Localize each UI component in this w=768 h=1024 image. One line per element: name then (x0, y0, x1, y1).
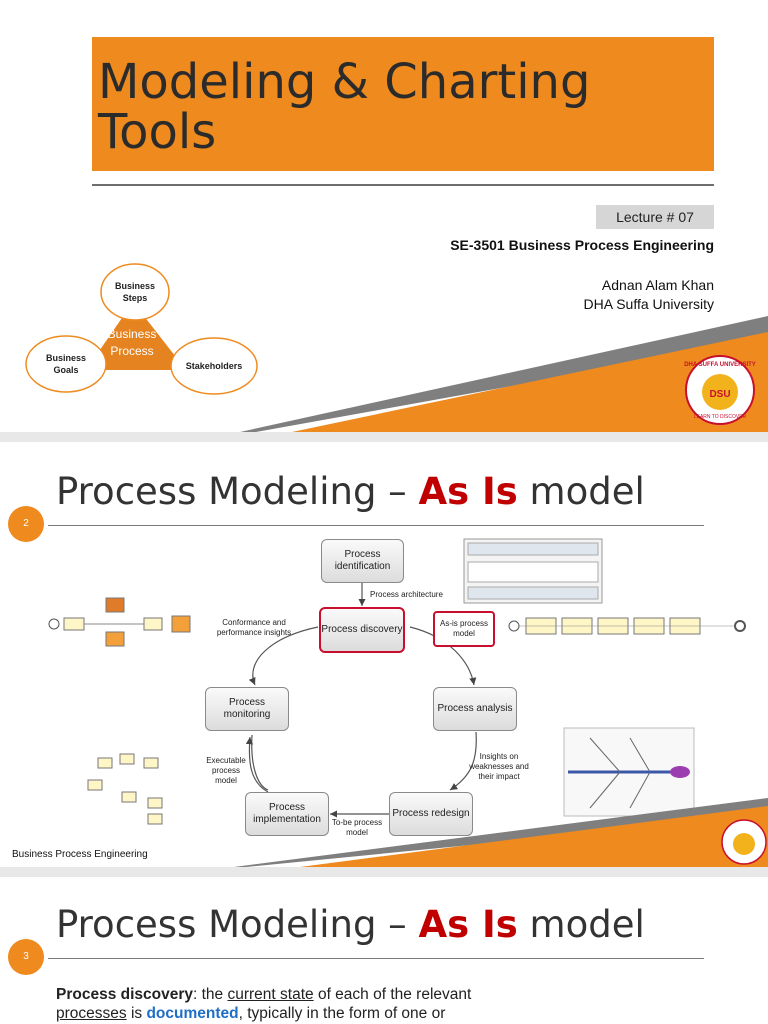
logo-motto: LEARN TO DISCOVER (694, 414, 747, 420)
right-label: Stakeholders (185, 361, 243, 371)
title-suffix: model (517, 903, 645, 946)
slide-title: Process Modeling – As Is model (56, 470, 645, 513)
conformance-label: Conformance and performance insights (216, 618, 292, 637)
title-highlight: As Is (418, 470, 518, 513)
lifecycle-diagram (46, 538, 768, 867)
text-fragment: of each of the relevant (313, 986, 472, 1003)
university-name: DHA Suffa University (583, 296, 714, 312)
slide-title: Process Modeling – As Is model (56, 903, 645, 946)
footer-text: Business Process Engineering (12, 849, 148, 860)
logo-abbr: DSU (709, 389, 730, 400)
body-text: Process discovery: the current state of … (56, 985, 576, 1023)
slide-gap-1 (0, 432, 768, 442)
title-suffix: model (517, 470, 645, 513)
insights-label: Insights on weaknesses and their impact (469, 752, 529, 781)
asis-model-label: As-is process model (433, 611, 495, 647)
node-left (25, 335, 107, 393)
title-divider (92, 184, 714, 186)
arc-implementation-to-monitoring (245, 736, 269, 793)
term-current-state: current state (227, 986, 314, 1003)
node-top (100, 263, 170, 321)
box-redesign: Process redesign (389, 792, 473, 836)
fishbone-thumb (563, 727, 695, 817)
author-block: Adnan Alam Khan DHA Suffa University (584, 276, 714, 314)
node-right (170, 337, 258, 395)
slide-2: Process Modeling – As Is model 2 (0, 442, 768, 867)
title-highlight: As Is (418, 903, 518, 946)
title-prefix: Process Modeling – (56, 470, 419, 513)
tobe-label: To-be process model (331, 818, 383, 837)
arc-monitoring-down (251, 734, 269, 791)
author-name: Adnan Alam Khan (601, 277, 714, 293)
course-name: SE-3501 Business Process Engineering (450, 237, 714, 253)
bpmn-thumb-bottom-left (74, 750, 186, 826)
left-label: Business Goals (45, 353, 87, 375)
slide-1: Modeling & Charting Tools Lecture # 07 S… (0, 0, 768, 432)
logo-sun (733, 833, 755, 855)
box-implementation: Process implementation (245, 792, 329, 836)
top-label: Business Steps (114, 281, 156, 303)
center-triangle (86, 302, 186, 370)
slide-gap-2 (0, 867, 768, 877)
center-label: Business Process (107, 327, 157, 358)
title-band: Modeling & Charting Tools (92, 37, 714, 171)
slide-3: Process Modeling – As Is model 3 Process… (0, 877, 768, 1024)
text-fragment: , typically in the form of one or (238, 1005, 446, 1022)
bpmn-thumb-top-left (46, 588, 196, 648)
term-process-discovery: Process discovery (56, 986, 194, 1003)
arc-discovery-to-analysis (409, 626, 477, 686)
term-documented: documented (146, 1005, 239, 1022)
grey-band (234, 798, 768, 867)
logo-arc-text: DHA SUFFA UNIVERSITY (684, 362, 756, 368)
orange-band (300, 806, 768, 867)
arc-discovery-to-monitoring (248, 626, 319, 686)
business-process-diagram: DSU DHA SUFFA UNIVERSITY LEARN TO DISCOV… (25, 263, 768, 432)
executable-label: Executable process model (206, 756, 246, 785)
text-fragment: is (126, 1005, 147, 1022)
title-divider (48, 525, 704, 526)
title-prefix: Process Modeling – (56, 903, 419, 946)
title-line-2: Tools (98, 104, 217, 160)
process-chain-thumb (504, 608, 746, 642)
box-monitoring: Process monitoring (205, 687, 289, 731)
lecture-label: Lecture # 07 (596, 205, 714, 229)
title-divider (48, 958, 704, 959)
architecture-label: Process architecture (370, 590, 443, 599)
term-processes: processes (56, 1005, 127, 1022)
box-discovery: Process discovery (319, 607, 405, 653)
page-number-badge: 2 (8, 506, 44, 542)
slide-title: Modeling & Charting Tools (98, 57, 590, 157)
grey-band (240, 316, 768, 432)
box-identification: Process identification (321, 539, 404, 583)
title-line-1: Modeling & Charting (98, 54, 591, 110)
logo-sun (702, 374, 738, 410)
arc-analysis-to-redesign (449, 731, 477, 791)
page-number-badge: 3 (8, 939, 44, 975)
box-analysis: Process analysis (433, 687, 517, 731)
orange-band (292, 332, 768, 432)
text-fragment: : the (193, 986, 228, 1003)
swimlane-thumb-top (463, 538, 603, 604)
